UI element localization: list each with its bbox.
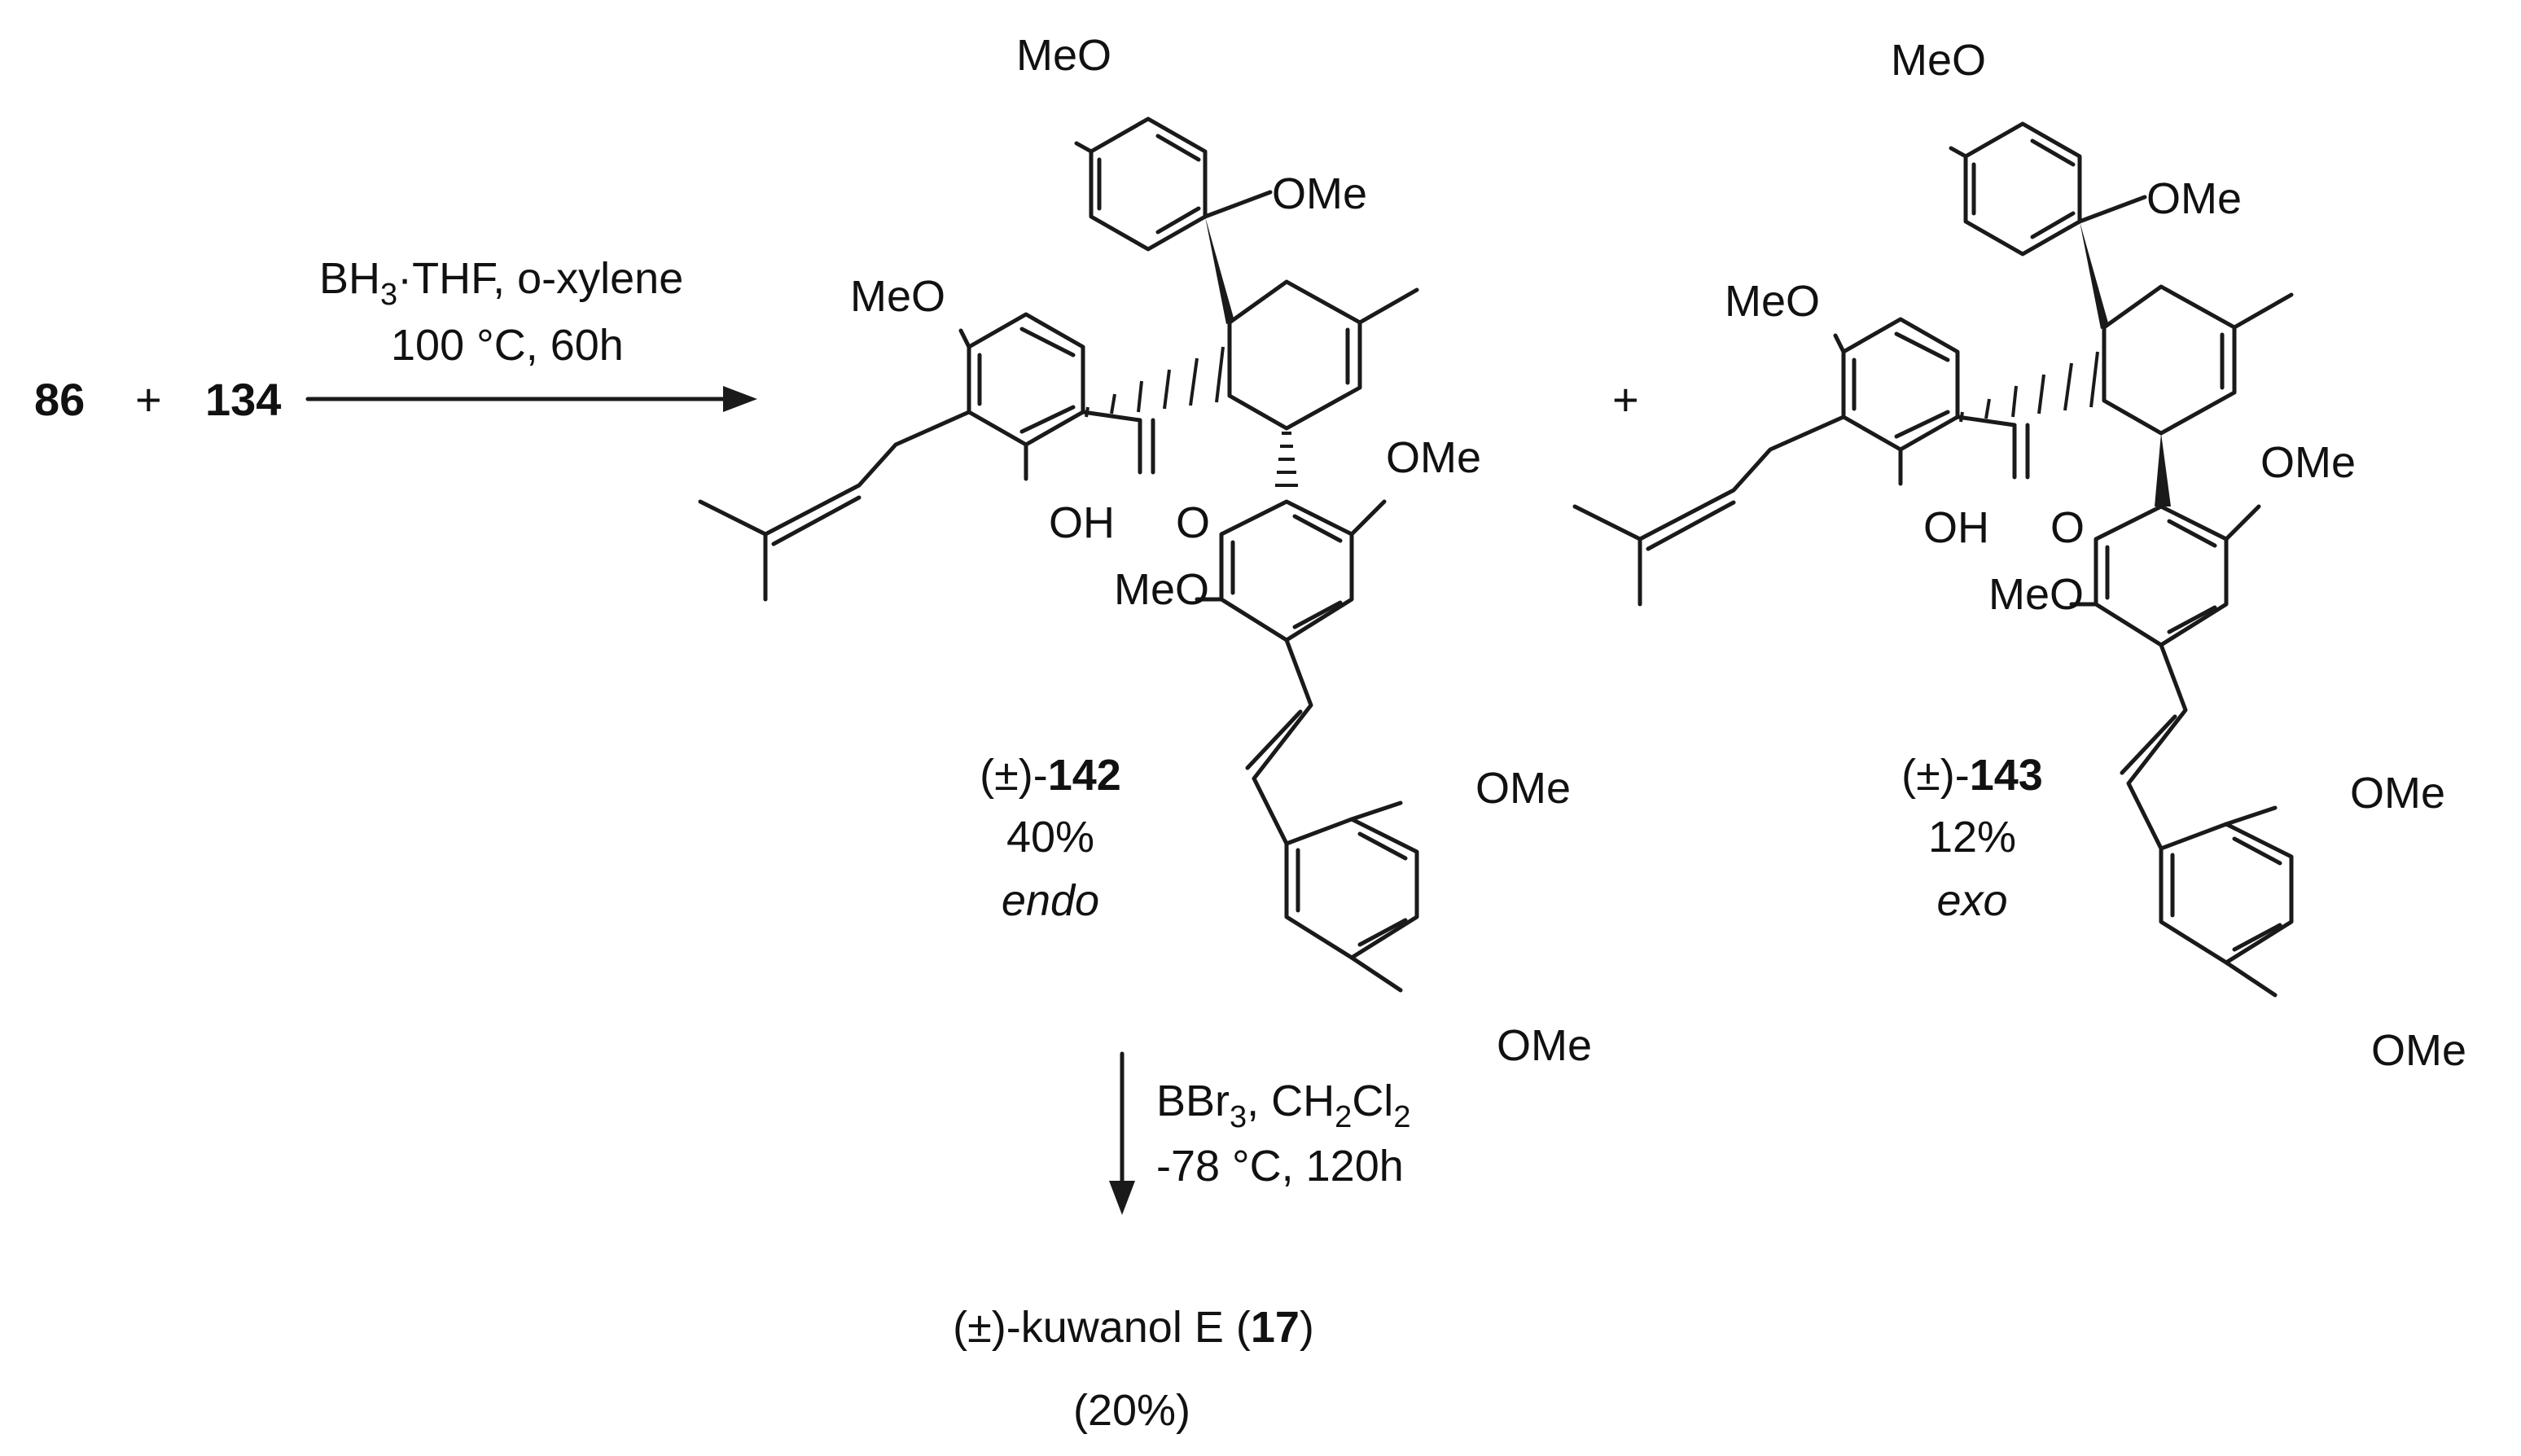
compound-143-yield: 12%	[1928, 813, 2016, 862]
final-product-yield: (20%)	[1073, 1386, 1190, 1435]
molecule-143	[1575, 124, 2291, 995]
compound-143-label: (±)-143	[1901, 751, 2043, 800]
atom-label-ome: OMe	[2146, 174, 2242, 223]
atom-label-ome: OMe	[1497, 1021, 1592, 1070]
plus-sign-reactants: +	[135, 374, 162, 425]
plus-sign-products: +	[1612, 374, 1639, 425]
atom-label-oh: OH	[1049, 498, 1115, 547]
compound-143-stereo: exo	[1936, 876, 2007, 925]
atom-label-meo: MeO	[850, 272, 945, 321]
step2-reagents: BBr3, CH2Cl2	[1156, 1077, 1410, 1134]
atom-label-meo: MeO	[1114, 565, 1209, 614]
atom-label-ome: OMe	[2260, 438, 2356, 487]
compound-142-stereo: endo	[1002, 876, 1099, 925]
atom-label-meo: MeO	[1725, 277, 1820, 326]
atom-label-meo: MeO	[1891, 36, 1986, 85]
atom-label-meo: MeO	[1988, 570, 2084, 619]
reactant-134: 134	[205, 374, 281, 425]
atom-label-ome: OMe	[1272, 169, 1367, 218]
atom-label-meo: MeO	[1016, 31, 1111, 80]
reaction-arrow-1-head	[723, 386, 757, 412]
compound-142-yield: 40%	[1006, 813, 1094, 862]
atom-label-ome: OMe	[2371, 1026, 2466, 1075]
atom-label-ome: OMe	[1475, 764, 1571, 813]
final-product-name: (±)-kuwanol E (17)	[953, 1303, 1314, 1352]
atom-label-ome: OMe	[2350, 769, 2445, 818]
atom-label-oh: OH	[1923, 503, 1989, 552]
step2-conditions: -78 °C, 120h	[1156, 1142, 1404, 1191]
molecule-142	[700, 119, 1417, 990]
step1-reagents: BH3·THF, o-xylene	[319, 254, 683, 312]
atom-label-o: O	[1176, 498, 1210, 547]
step1-conditions: 100 °C, 60h	[391, 321, 624, 370]
atom-label-ome: OMe	[1386, 433, 1481, 482]
reaction-arrow-2-head	[1109, 1181, 1135, 1215]
atom-label-o: O	[2050, 503, 2085, 552]
compound-142-label: (±)-142	[980, 751, 1121, 800]
reactant-86: 86	[34, 374, 85, 425]
